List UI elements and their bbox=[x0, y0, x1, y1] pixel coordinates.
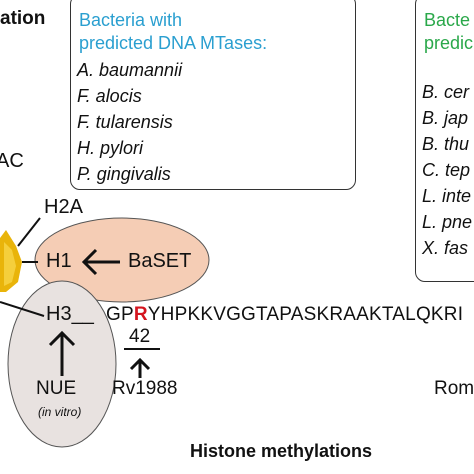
species-item: A. baumannii bbox=[77, 60, 183, 80]
species-item: L. pne bbox=[422, 212, 473, 232]
box-title-line-2: predic bbox=[424, 33, 474, 53]
species-item: F. tularensis bbox=[77, 112, 173, 132]
baset-arrow-head bbox=[81, 248, 98, 276]
h2a-line bbox=[17, 217, 41, 247]
right-bacteria-box: Bacte predic B. cer B. jap B. thu C. tep… bbox=[415, 0, 474, 282]
h3-text: H3 bbox=[46, 303, 72, 325]
nue-label: NUE bbox=[36, 378, 77, 399]
species-item: P. gingivalis bbox=[77, 164, 171, 184]
rv-arrow-head bbox=[129, 357, 151, 371]
box-title-line-1: Bacte bbox=[424, 10, 471, 30]
h3-line bbox=[0, 301, 45, 317]
h3-connector: __ bbox=[71, 303, 94, 325]
species-item: C. tep bbox=[422, 160, 471, 180]
histone-h3-label: H3__ bbox=[46, 303, 94, 326]
diagram-caption: Histone methylations bbox=[190, 441, 373, 461]
baset-label: BaSET bbox=[128, 250, 192, 272]
species-item: B. thu bbox=[422, 134, 470, 154]
sequence-prefix: GP bbox=[106, 304, 134, 325]
histone-h1-label: H1 bbox=[46, 250, 72, 272]
box-title: Bacteria with predicted DNA MTases: bbox=[79, 9, 267, 55]
baset-ellipse bbox=[34, 217, 210, 303]
species-item: H. pylori bbox=[77, 138, 144, 158]
right-fragment-label: Rom bbox=[434, 378, 474, 399]
in-vitro-label: (in vitro) bbox=[38, 405, 82, 419]
rv1988-label: Rv1988 bbox=[112, 378, 178, 399]
nucleosome-highlight bbox=[4, 242, 16, 286]
box-title-line-1: Bacteria with bbox=[79, 10, 183, 30]
dna-mtase-bacteria-box: Bacteria with predicted DNA MTases: A. b… bbox=[70, 0, 356, 190]
species-item: B. jap bbox=[422, 108, 469, 128]
nue-arrow-head bbox=[48, 330, 76, 347]
left-panel-fragment: AC bbox=[0, 150, 24, 172]
left-panel-title: ation bbox=[0, 8, 46, 29]
sequence-suffix: YHPKKVGGTAPASKRAAKTALQKRI bbox=[147, 304, 464, 325]
species-item: F. alocis bbox=[77, 86, 142, 106]
highlighted-arginine: R bbox=[133, 304, 148, 325]
species-item: L. inte bbox=[422, 186, 472, 206]
residue-position: 42 bbox=[129, 326, 151, 347]
box-title: Bacte predic bbox=[424, 9, 473, 55]
h3-sequence: GPRYHPKKVGGTAPASKRAAKTALQKRI bbox=[106, 304, 463, 326]
box-title-line-2: predicted DNA MTases: bbox=[79, 33, 268, 53]
species-item: B. cer bbox=[422, 82, 470, 102]
histone-h2a-label: H2A bbox=[44, 196, 83, 218]
species-item: X. fas bbox=[422, 238, 469, 258]
